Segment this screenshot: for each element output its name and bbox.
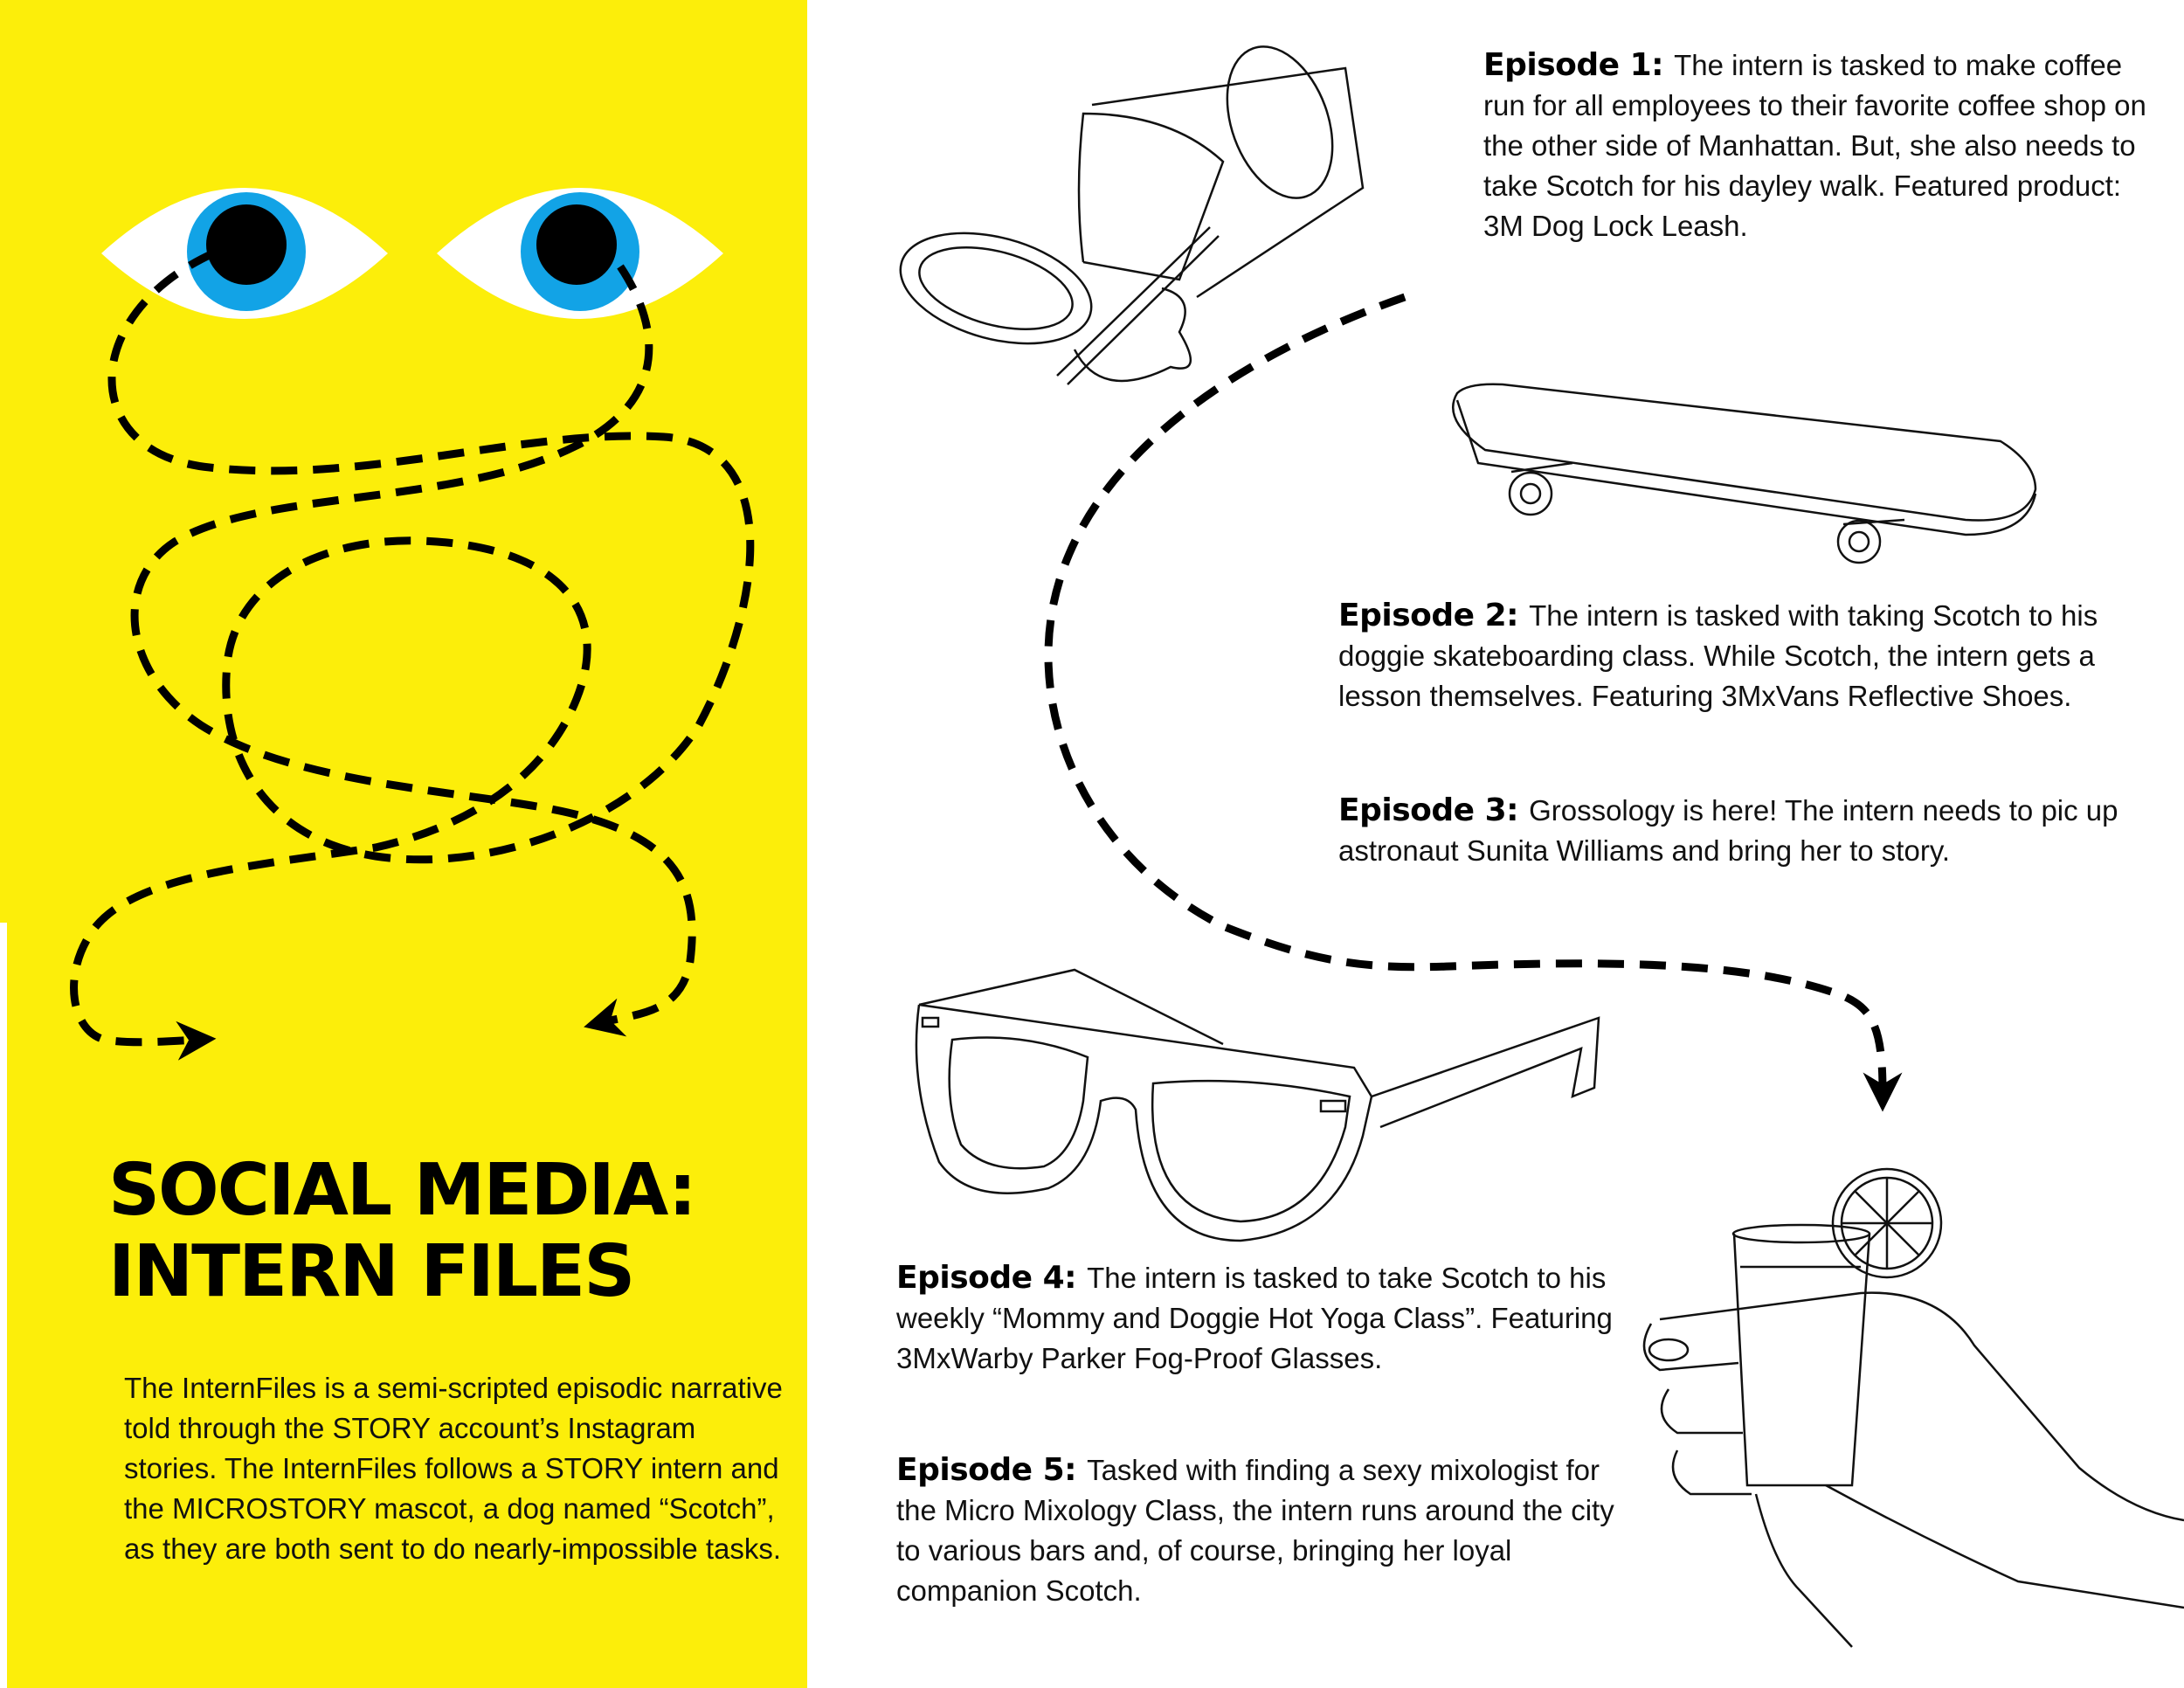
left-dashed-path bbox=[70, 249, 755, 1061]
episode-2-label: Episode 2: bbox=[1338, 598, 1530, 633]
episode-2-text: The intern is tasked with taking Scotch … bbox=[1338, 599, 2098, 712]
episode-4-label: Episode 4: bbox=[896, 1260, 1088, 1296]
page-title: SOCIAL MEDIA: INTERN FILES bbox=[108, 1149, 697, 1313]
glasses-icon bbox=[915, 968, 1600, 1242]
episode-2: Episode 2: The intern is tasked with tak… bbox=[1338, 596, 2151, 716]
episode-1-label: Episode 1: bbox=[1483, 47, 1675, 83]
episode-5-text: Tasked with finding a sexy mixologist fo… bbox=[896, 1454, 1614, 1607]
episode-5: Episode 5: Tasked with finding a sexy mi… bbox=[896, 1450, 1621, 1611]
eyes-icon bbox=[101, 188, 723, 319]
right-eye-icon bbox=[437, 188, 723, 319]
left-eye-icon bbox=[101, 188, 388, 319]
episode-3-text: Grossology is here! The intern needs to … bbox=[1338, 794, 2118, 867]
intro-paragraph: The InternFiles is a semi-scripted episo… bbox=[124, 1372, 783, 1565]
episode-1-text: The intern is tasked to make coffee run … bbox=[1483, 49, 2146, 242]
title-line-2: INTERN FILES bbox=[108, 1230, 635, 1313]
episode-3: Episode 3: Grossology is here! The inter… bbox=[1338, 791, 2151, 871]
episode-5-label: Episode 5: bbox=[896, 1452, 1088, 1488]
skateboard-icon bbox=[1452, 383, 2037, 564]
episode-1: Episode 1: The intern is tasked to make … bbox=[1483, 45, 2147, 246]
episode-4: Episode 4: The intern is tasked to take … bbox=[896, 1258, 1621, 1379]
episode-3-label: Episode 3: bbox=[1338, 792, 1530, 828]
episode-4-text: The intern is tasked to take Scotch to h… bbox=[896, 1262, 1613, 1374]
panel-edge bbox=[0, 923, 7, 1688]
spilled-coffee-cup-icon bbox=[899, 45, 1365, 385]
hand-holding-drink-icon bbox=[1642, 1167, 2184, 1648]
right-dashed-path bbox=[130, 264, 696, 1037]
title-line-1: SOCIAL MEDIA: bbox=[108, 1149, 697, 1232]
